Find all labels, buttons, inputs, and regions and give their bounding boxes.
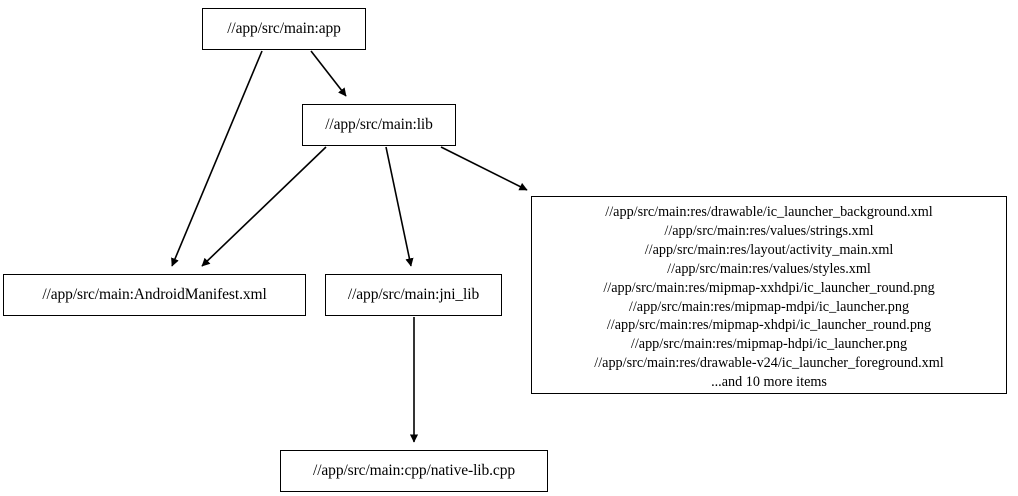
node-jni-lib[interactable]: //app/src/main:jni_lib xyxy=(325,274,502,316)
edge-lib-to-jni-lib xyxy=(385,146,414,267)
node-native-lib-cpp[interactable]: //app/src/main:cpp/native-lib.cpp xyxy=(280,450,548,492)
node-app[interactable]: //app/src/main:app xyxy=(202,8,366,50)
resource-line: //app/src/main:res/mipmap-mdpi/ic_launch… xyxy=(628,298,910,315)
resource-line: //app/src/main:res/drawable-v24/ic_launc… xyxy=(594,355,944,372)
resource-line: //app/src/main:res/values/styles.xml xyxy=(667,260,871,277)
resource-line: //app/src/main:res/mipmap-xhdpi/ic_launc… xyxy=(606,317,932,334)
edge-lib-to-manifest xyxy=(201,146,327,267)
edge-app-to-manifest xyxy=(171,50,263,267)
node-android-manifest[interactable]: //app/src/main:AndroidManifest.xml xyxy=(3,274,306,316)
resource-line: //app/src/main:res/mipmap-hdpi/ic_launch… xyxy=(630,336,908,353)
edge-lib-to-resources xyxy=(440,146,528,191)
node-jni-lib-label: //app/src/main:jni_lib xyxy=(347,286,480,304)
node-resources[interactable]: //app/src/main:res/drawable/ic_launcher_… xyxy=(531,196,1007,394)
resource-line: //app/src/main:res/layout/activity_main.… xyxy=(644,241,894,258)
node-native-lib-cpp-label: //app/src/main:cpp/native-lib.cpp xyxy=(312,462,515,480)
node-app-label: //app/src/main:app xyxy=(227,20,341,38)
node-android-manifest-label: //app/src/main:AndroidManifest.xml xyxy=(42,286,267,304)
node-resources-label: //app/src/main:res/drawable/ic_launcher_… xyxy=(540,203,998,392)
node-lib-label: //app/src/main:lib xyxy=(325,116,433,134)
resource-line: //app/src/main:res/values/strings.xml xyxy=(664,222,874,239)
resource-line: //app/src/main:res/mipmap-xxhdpi/ic_laun… xyxy=(603,279,935,296)
edge-app-to-lib xyxy=(310,50,347,97)
resource-line: ...and 10 more items xyxy=(711,374,827,391)
node-lib[interactable]: //app/src/main:lib xyxy=(302,104,456,146)
resource-line: //app/src/main:res/drawable/ic_launcher_… xyxy=(605,204,933,220)
